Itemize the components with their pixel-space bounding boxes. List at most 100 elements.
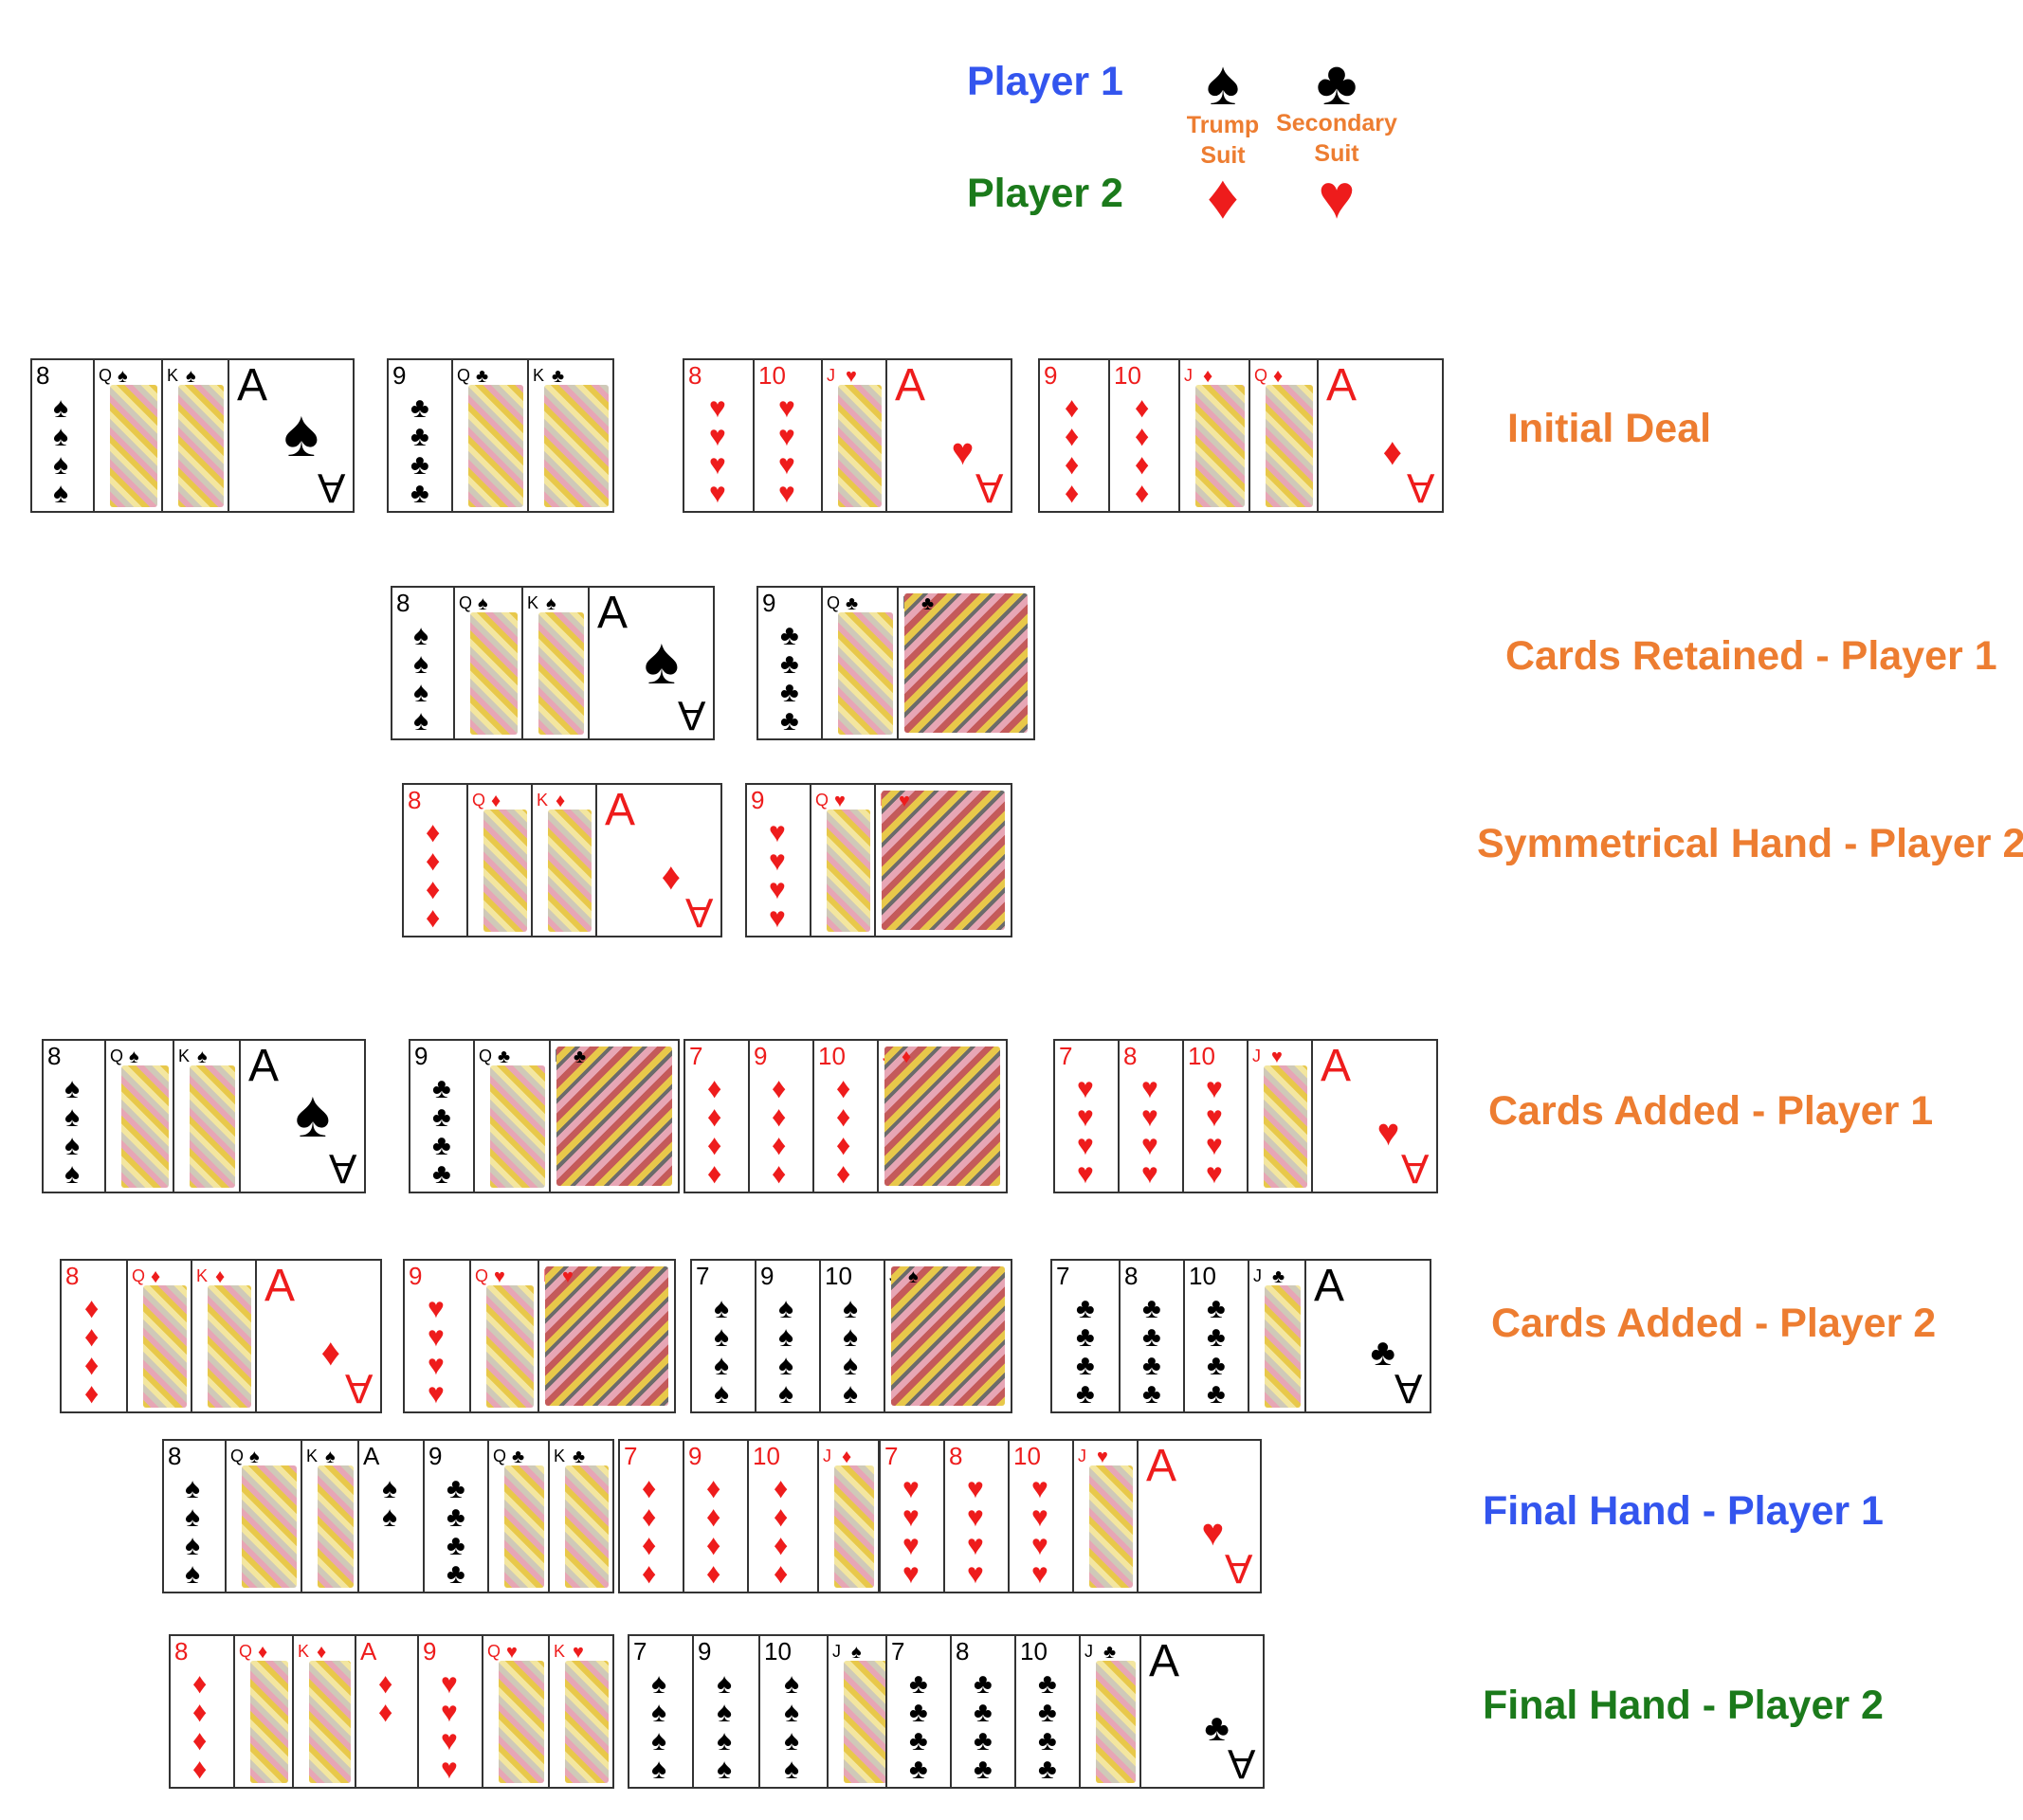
club-icon: ♣	[447, 1558, 465, 1590]
diamond-icon: ♦	[84, 1293, 100, 1324]
spade-icon: ♠	[784, 1725, 799, 1756]
legend-player1-label: Player 1	[967, 59, 1123, 104]
spade-icon: ♠	[714, 1350, 729, 1381]
diamond-icon: ♦	[706, 1530, 721, 1561]
spade-card-group: 8♠♠♠♠Q♠K♠A♠A	[42, 1039, 366, 1193]
playing-card-k-spade: K♠	[521, 586, 590, 740]
card-rank-inverted: A	[344, 1365, 373, 1411]
club-icon: ♣	[432, 1101, 451, 1133]
diamond-icon: ♦	[707, 1101, 722, 1133]
card-rank: 9	[1044, 361, 1058, 390]
card-rank: 8	[1124, 1262, 1139, 1290]
spade-card-group: 7♠♠♠♠9♠♠♠♠10♠♠♠♠J♠	[690, 1259, 1012, 1413]
spade-icon: ♠	[478, 593, 488, 614]
spade-icon: ♠	[64, 1101, 80, 1133]
heart-icon: ♥	[1201, 1512, 1225, 1554]
trump-caption-line1: Trump	[1186, 112, 1260, 138]
heart-card-group: 7♥♥♥♥8♥♥♥♥10♥♥♥♥J♥A♥A	[879, 1439, 1262, 1593]
heart-icon: ♥	[441, 1725, 458, 1756]
playing-card-j-club: J♣	[1248, 1259, 1306, 1413]
card-rank: 9	[762, 589, 776, 617]
heart-card-group: 8♥♥♥♥10♥♥♥♥J♥A♥A	[683, 358, 1012, 513]
playing-card-q-heart: Q♥	[482, 1634, 550, 1789]
face-card-art	[178, 385, 224, 507]
playing-card-q-diamond: Q♦	[1248, 358, 1319, 513]
face-card-art	[1265, 1285, 1301, 1408]
spade-icon: ♠	[843, 1321, 858, 1353]
face-card-art	[470, 612, 518, 735]
playing-card-7-diamond: 7♦♦♦♦	[618, 1439, 684, 1593]
heart-icon: ♥	[1031, 1530, 1048, 1561]
heart-icon: ♥	[1206, 1158, 1223, 1190]
club-icon: ♣	[447, 1530, 465, 1561]
card-rank: J	[1184, 366, 1193, 385]
playing-card-k-heart: K♥	[874, 783, 1012, 937]
card-rank: 9	[392, 361, 407, 390]
heart-icon: ♥	[1031, 1473, 1048, 1504]
heart-card-group: 9♥♥♥♥Q♥K♥	[745, 783, 1012, 937]
diamond-card-group: 8♦♦♦♦Q♦K♦A♦A	[60, 1259, 382, 1413]
diamond-icon: ♦	[836, 1130, 851, 1161]
spade-icon: ♠	[413, 705, 428, 737]
spade-icon: ♠	[784, 1697, 799, 1728]
playing-card-a-diamond: A♦A	[1317, 358, 1444, 513]
heart-icon: ♥	[428, 1321, 445, 1353]
playing-card-j-diamond: J♦	[817, 1439, 880, 1593]
card-rank: K	[178, 1046, 191, 1065]
heart-card-group: 9♥♥♥♥Q♥K♥	[417, 1634, 614, 1789]
playing-card-10-heart: 10♥♥♥♥	[753, 358, 823, 513]
secondary-suit-caption: Secondary Suit	[1274, 108, 1399, 169]
diamond-icon: ♦	[642, 1530, 657, 1561]
card-rank: Q	[815, 791, 829, 810]
heart-icon: ♥	[1206, 1130, 1223, 1161]
playing-card-q-club: Q♣	[821, 586, 899, 740]
playing-card-9-diamond: 9♦♦♦♦	[683, 1439, 749, 1593]
card-rank: 9	[688, 1442, 702, 1470]
heart-icon: ♥	[778, 392, 795, 424]
card-rank-inverted: A	[1400, 1145, 1429, 1192]
spade-icon: ♠	[778, 1350, 793, 1381]
playing-card-9-heart: 9♥♥♥♥	[417, 1634, 483, 1789]
face-card-art	[565, 1465, 609, 1588]
card-rank-inverted: A	[317, 464, 345, 511]
diamond-icon: ♦	[772, 1158, 787, 1190]
club-icon: ♣	[1207, 1293, 1226, 1324]
playing-card-q-spade: Q♠	[104, 1039, 174, 1193]
card-rank: 8	[688, 361, 702, 390]
card-rank: 7	[891, 1637, 905, 1665]
heart-icon: ♥	[1141, 1073, 1158, 1104]
playing-card-q-club: Q♣	[473, 1039, 551, 1193]
card-rank: A	[895, 360, 926, 410]
card-rank-inverted: A	[1227, 1740, 1255, 1787]
diamond-icon: ♦	[1273, 366, 1284, 387]
card-rank: 8	[949, 1442, 963, 1470]
diamond-icon: ♦	[556, 791, 566, 811]
playing-card-j-heart: J♥	[1072, 1439, 1139, 1593]
spade-icon: ♠	[197, 1046, 208, 1067]
face-card-art	[1096, 1661, 1136, 1783]
card-rank: J	[1252, 1046, 1261, 1065]
heart-icon: ♥	[709, 449, 726, 481]
face-card-art	[468, 385, 523, 507]
club-icon: ♣	[1076, 1321, 1095, 1353]
playing-card-8-spade: 8♠♠♠♠	[391, 586, 455, 740]
playing-card-q-heart: Q♥	[469, 1259, 539, 1413]
spade-icon: ♠	[546, 593, 556, 614]
card-rank: Q	[110, 1046, 124, 1065]
card-rank: K	[298, 1642, 310, 1661]
diamond-icon: ♦	[426, 846, 441, 877]
playing-card-9-club: 9♣♣♣♣	[756, 586, 823, 740]
playing-card-8-club: 8♣♣♣♣	[950, 1634, 1016, 1789]
face-card-art	[556, 1046, 672, 1186]
card-rank: 7	[884, 1442, 899, 1470]
card-rank: J	[832, 1642, 841, 1661]
spade-icon: ♠	[413, 677, 428, 708]
card-rank: 8	[168, 1442, 182, 1470]
card-rank: 9	[698, 1637, 712, 1665]
face-card-art	[110, 385, 157, 507]
playing-card-9-heart: 9♥♥♥♥	[403, 1259, 471, 1413]
card-rank: 10	[1188, 1042, 1215, 1070]
card-rank: J	[827, 366, 835, 385]
spade-icon: ♠	[64, 1073, 80, 1104]
face-card-art	[318, 1465, 354, 1588]
